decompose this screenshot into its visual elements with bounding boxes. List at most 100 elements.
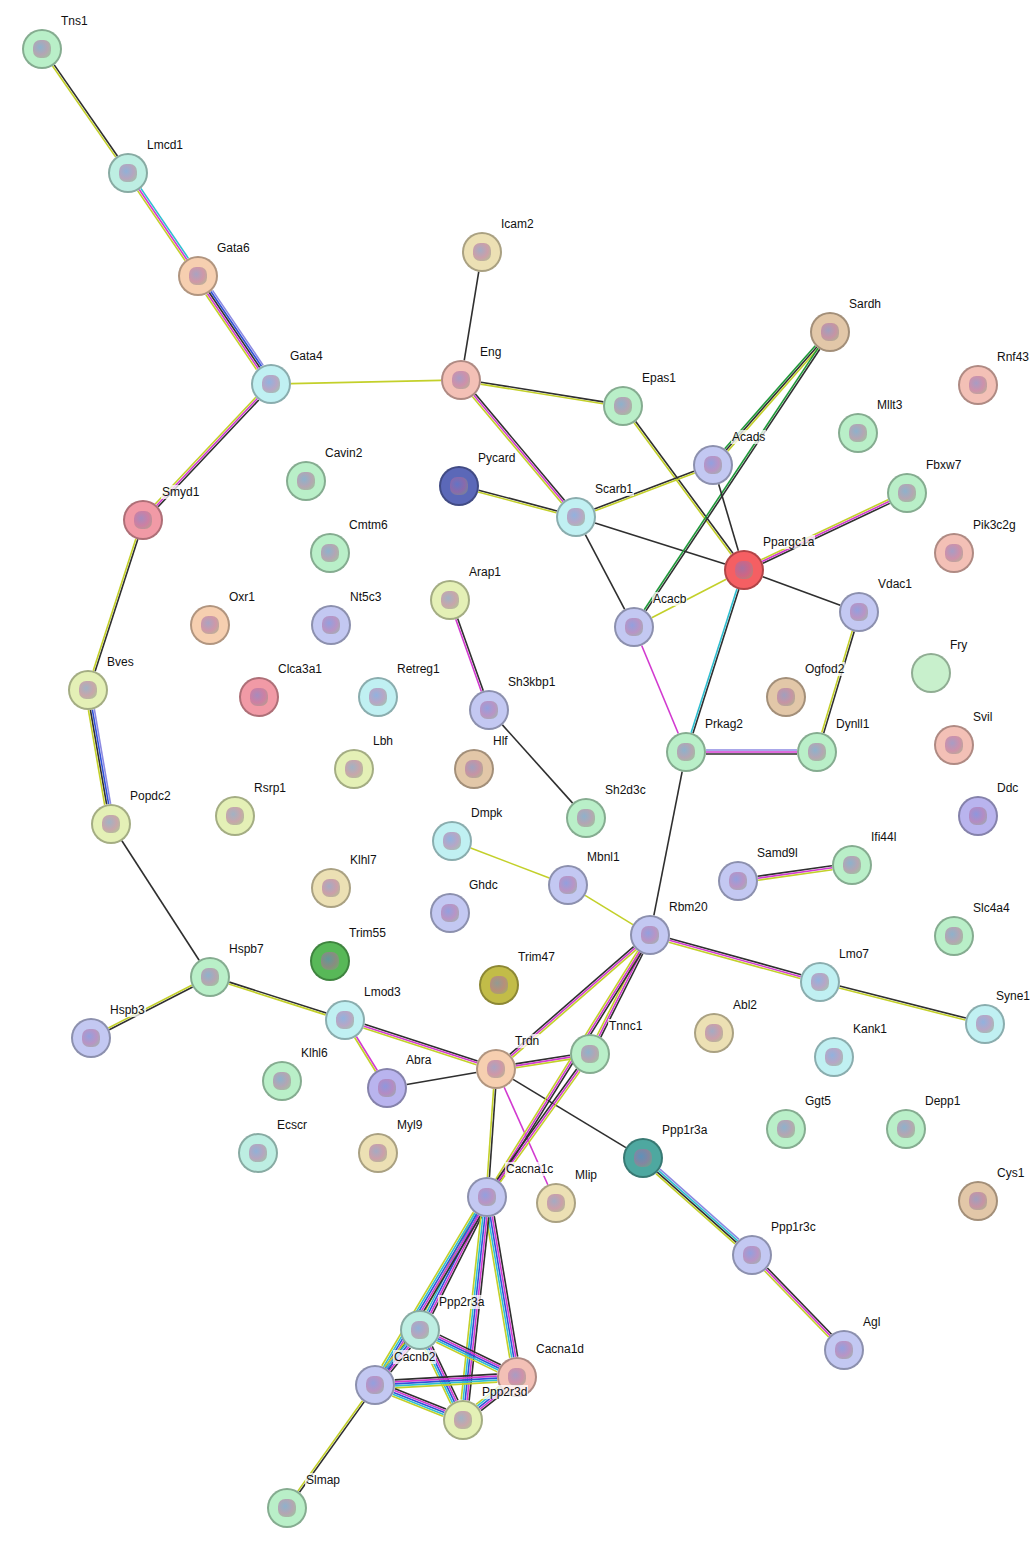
structure-thumbnail	[454, 1411, 472, 1429]
protein-node: Lbh	[334, 749, 374, 789]
structure-thumbnail	[843, 856, 861, 874]
protein-node: Scarb1	[556, 497, 596, 537]
interaction-edge	[464, 272, 479, 361]
node-label: Myl9	[396, 1118, 423, 1132]
protein-node: Ppp2r3d	[443, 1400, 483, 1440]
interaction-edge	[471, 848, 550, 878]
structure-thumbnail	[465, 760, 483, 778]
interaction-edge	[206, 290, 263, 369]
evidence-line	[840, 986, 966, 1018]
interaction-edge	[706, 750, 797, 754]
protein-node: Dynll1	[797, 732, 837, 772]
structure-thumbnail	[378, 1079, 396, 1097]
structure-thumbnail	[452, 371, 470, 389]
interaction-edge	[764, 1268, 831, 1337]
interaction-edge	[456, 619, 484, 692]
node-label: Scarb1	[594, 482, 634, 496]
protein-node: Smyd1	[123, 500, 163, 540]
protein-node: Rbm20	[630, 915, 670, 955]
node-label: Hlf	[492, 734, 509, 748]
structure-thumbnail	[614, 397, 632, 415]
structure-thumbnail	[322, 879, 340, 897]
protein-node: Retreg1	[358, 677, 398, 717]
structure-thumbnail	[898, 484, 916, 502]
evidence-line	[595, 523, 725, 564]
node-label: Cacnb2	[393, 1350, 436, 1364]
structure-thumbnail	[33, 40, 51, 58]
protein-node: Ppp1r3a	[623, 1138, 663, 1178]
interaction-edge	[355, 1036, 378, 1071]
structure-thumbnail	[547, 1194, 565, 1212]
structure-thumbnail	[634, 1149, 652, 1167]
protein-node: Cacna1c	[467, 1177, 507, 1217]
protein-node: Rsrp1	[215, 796, 255, 836]
structure-thumbnail	[366, 1376, 384, 1394]
structure-thumbnail	[82, 1029, 100, 1047]
interaction-edge	[594, 471, 694, 511]
evidence-line	[439, 1337, 500, 1367]
evidence-line	[291, 380, 441, 383]
structure-thumbnail	[945, 736, 963, 754]
interaction-edge	[472, 394, 564, 503]
protein-node: Ogfod2	[766, 677, 806, 717]
protein-node: Myl9	[358, 1133, 398, 1173]
node-label: Trim55	[348, 926, 387, 940]
interaction-edge	[392, 1389, 446, 1417]
node-label: Epas1	[641, 371, 677, 385]
node-label: Sardh	[848, 297, 882, 311]
node-label: Trim47	[517, 950, 556, 964]
node-label: Ppp2r3d	[481, 1385, 528, 1399]
interaction-edge	[407, 1072, 477, 1084]
evidence-line	[356, 1036, 377, 1070]
evidence-line	[669, 942, 800, 978]
evidence-line	[208, 294, 259, 369]
evidence-line	[139, 190, 187, 260]
node-label: Slc4a4	[972, 901, 1011, 915]
node-label: Bves	[106, 655, 135, 669]
protein-node: Pik3c2g	[934, 533, 974, 573]
evidence-line	[706, 753, 797, 755]
node-label: Gata4	[289, 349, 324, 363]
interaction-edge	[298, 1401, 364, 1493]
evidence-line	[691, 589, 737, 733]
protein-node: Ddc	[958, 796, 998, 836]
structure-thumbnail	[490, 976, 508, 994]
evidence-line	[211, 291, 262, 366]
protein-node: Hlf	[454, 749, 494, 789]
evidence-line	[385, 1214, 477, 1368]
evidence-line	[122, 841, 199, 960]
interaction-edge	[654, 772, 682, 916]
structure-thumbnail	[189, 267, 207, 285]
node-label: Ghdc	[468, 878, 499, 892]
structure-thumbnail	[297, 472, 315, 490]
node-label: Ppargc1a	[762, 535, 815, 549]
protein-node: Icam2	[462, 232, 502, 272]
evidence-line	[53, 66, 116, 157]
evidence-line	[761, 500, 888, 560]
protein-node: Acacb	[614, 607, 654, 647]
node-label: Tnnc1	[608, 1019, 643, 1033]
evidence-line	[436, 1342, 497, 1372]
node-label: Slmap	[305, 1473, 341, 1487]
protein-node: Ppp2r3a	[400, 1310, 440, 1350]
node-label: Cavin2	[324, 446, 363, 460]
protein-node: Cacnb2	[355, 1365, 395, 1405]
structure-thumbnail	[369, 1144, 387, 1162]
structure-thumbnail	[704, 456, 722, 474]
evidence-line	[764, 1271, 828, 1337]
structure-thumbnail	[705, 1024, 723, 1042]
structure-thumbnail	[976, 1015, 994, 1033]
node-label: Retreg1	[396, 662, 441, 676]
interaction-edge	[478, 490, 557, 513]
structure-thumbnail	[450, 477, 468, 495]
protein-node: Cys1	[958, 1181, 998, 1221]
interaction-edge	[763, 577, 840, 605]
evidence-line	[472, 397, 561, 503]
protein-node: Tns1	[22, 29, 62, 69]
interaction-edge	[656, 1169, 739, 1244]
evidence-line	[355, 1038, 376, 1072]
evidence-line	[138, 191, 186, 261]
evidence-line	[394, 1392, 445, 1412]
protein-node: Depp1	[886, 1109, 926, 1149]
protein-node: Trim47	[479, 965, 519, 1005]
